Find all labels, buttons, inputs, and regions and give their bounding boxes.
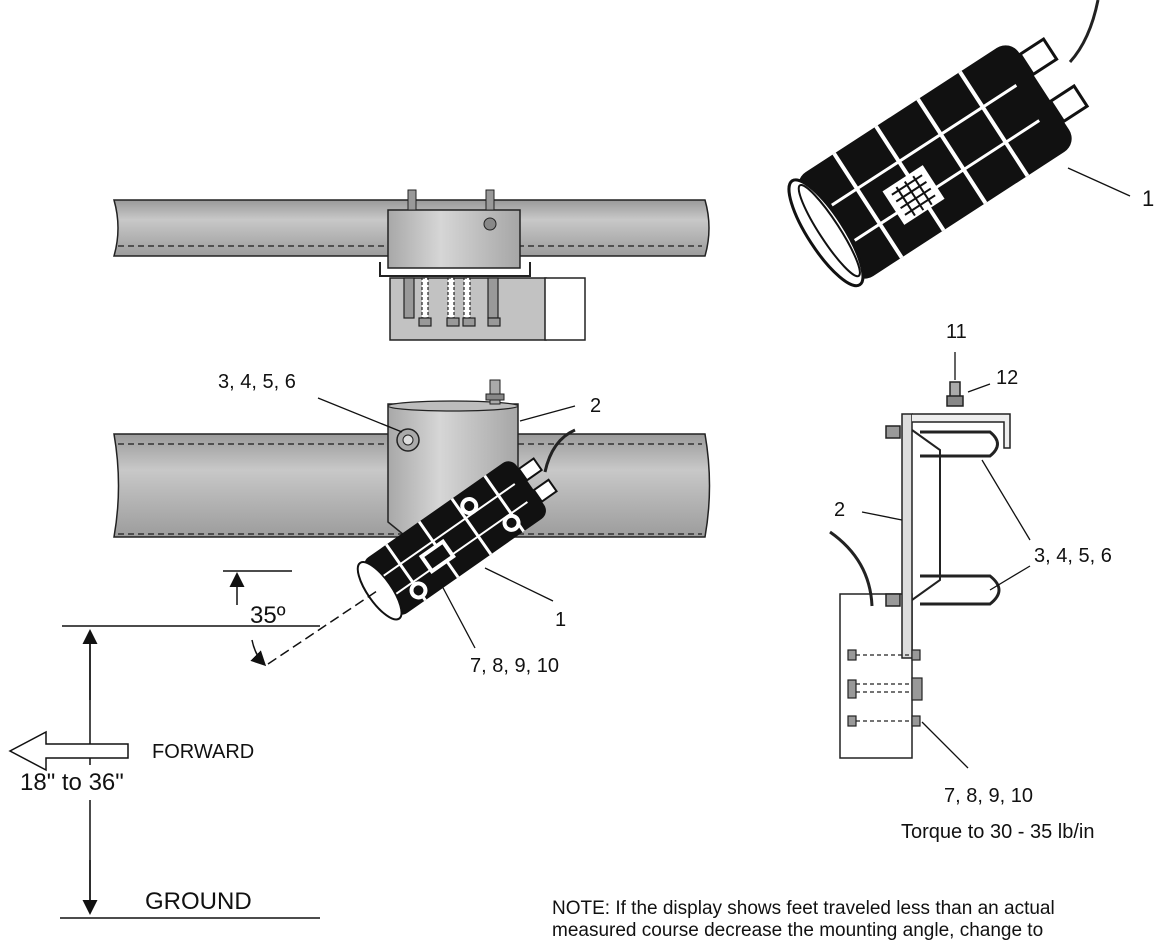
top-bracket-upper [387, 209, 521, 269]
side-sensor [356, 457, 558, 621]
top-pipe-view [113, 189, 710, 341]
height-range-label: 18" to 36" [20, 769, 124, 796]
forward-arrow [8, 730, 129, 772]
callout-nut-12: 12 [996, 367, 1019, 389]
right-sensor-plate [839, 593, 913, 759]
side-top-stud [489, 379, 501, 405]
callout-bracket-side: 2 [590, 395, 602, 417]
note-text: NOTE: If the display shows feet traveled… [552, 898, 1156, 942]
note-line-2: measured course decrease the mounting an… [552, 920, 1044, 941]
forward-label: FORWARD [152, 741, 255, 763]
angle-dimension [62, 570, 320, 667]
callout-bracket-right: 2 [834, 499, 846, 521]
top-sensor-end [544, 277, 586, 341]
side-leaders [317, 397, 576, 649]
sensor-top-right [787, 0, 1131, 288]
right-bracket [901, 413, 913, 659]
top-screws [403, 277, 501, 327]
callout-sensor-top: 1 [1142, 186, 1155, 211]
note-line-1: NOTE: If the display shows feet traveled… [552, 898, 1055, 919]
callout-sensor-side: 1 [555, 609, 567, 631]
callout-ubolts-side: 3, 4, 5, 6 [218, 371, 296, 393]
right-bracket-view [829, 381, 1011, 759]
callout-ubolts-right: 3, 4, 5, 6 [1034, 545, 1112, 567]
callout-bolt-11: 11 [946, 321, 967, 343]
angle-label: 35º [250, 602, 286, 629]
side-pipe-view [113, 379, 711, 665]
side-sensor-cable [543, 428, 576, 473]
callout-screws-side: 7, 8, 9, 10 [470, 655, 559, 677]
ground-label: GROUND [145, 888, 252, 915]
callout-screws-right: 7, 8, 9, 10 [944, 785, 1033, 807]
torque-label: Torque to 30 - 35 lb/in [901, 821, 1095, 843]
right-screws [847, 649, 923, 727]
sight-line [267, 588, 381, 665]
right-leaders [861, 352, 1031, 769]
